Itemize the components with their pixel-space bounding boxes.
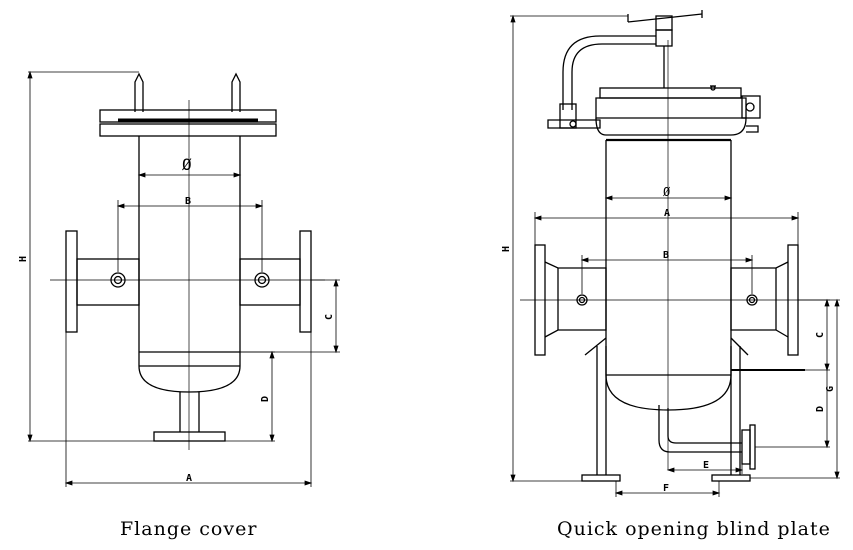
- label-E-right: E: [703, 460, 709, 471]
- label-A: A: [186, 473, 192, 484]
- label-D: D: [260, 396, 271, 402]
- label-C-right: C: [815, 332, 826, 338]
- outlet-nozzle-right: [239, 230, 312, 333]
- E-dimension-right: [666, 464, 744, 474]
- support-legs: [581, 337, 805, 482]
- H-dimension: [27, 70, 154, 443]
- strainer-body: [138, 136, 241, 393]
- diameter-dimension: [137, 172, 242, 178]
- strainer-body-right: [605, 140, 732, 411]
- label-diameter-right: Ø: [663, 185, 671, 199]
- caption-quick-opening-blind-plate: Quick opening blind plate: [557, 518, 831, 540]
- cover-flange-bottom: [99, 123, 277, 137]
- label-A-right: A: [664, 208, 670, 219]
- label-H: H: [18, 256, 29, 262]
- flange-cover-strainer-drawing: [27, 70, 340, 487]
- B-dimension: [116, 200, 264, 272]
- davit-arm: [547, 35, 656, 129]
- label-H-right: H: [501, 246, 512, 252]
- label-D-right: D: [815, 406, 826, 412]
- lifting-lug-right: [231, 72, 241, 112]
- left-dimension-labels: Ø B H C D A: [18, 155, 335, 484]
- C-dimension: [240, 278, 340, 354]
- caption-flange-cover: Flange cover: [120, 518, 258, 540]
- diameter-dimension-right: [604, 195, 733, 201]
- A-dimension-right: [533, 212, 800, 245]
- inlet-nozzle-left: [65, 230, 140, 333]
- B-dimension-right: [580, 255, 754, 294]
- D-dimension: [225, 350, 275, 443]
- cover-flange-top: [99, 109, 277, 123]
- right-dimension-labels: Ø A B H C D G E F: [501, 185, 836, 494]
- quick-opening-strainer-drawing: [510, 10, 840, 497]
- label-G-right: G: [825, 386, 836, 392]
- quick-opening-cover: [595, 85, 761, 142]
- lifting-lug-left: [134, 72, 144, 112]
- label-B: B: [185, 196, 191, 207]
- drain-outlet: [153, 392, 226, 442]
- label-F-right: F: [663, 483, 669, 494]
- G-dimension-right: [750, 298, 840, 480]
- centerlines-right: [520, 40, 805, 470]
- label-B-right: B: [663, 250, 669, 261]
- handwheel: [627, 10, 703, 88]
- F-dimension-right: [614, 481, 721, 497]
- centerlines: [50, 100, 325, 450]
- label-C: C: [324, 314, 335, 320]
- D-dimension-right: [755, 370, 830, 449]
- H-dimension-right: [510, 14, 628, 483]
- A-dimension: [64, 332, 313, 487]
- label-diameter: Ø: [182, 155, 192, 174]
